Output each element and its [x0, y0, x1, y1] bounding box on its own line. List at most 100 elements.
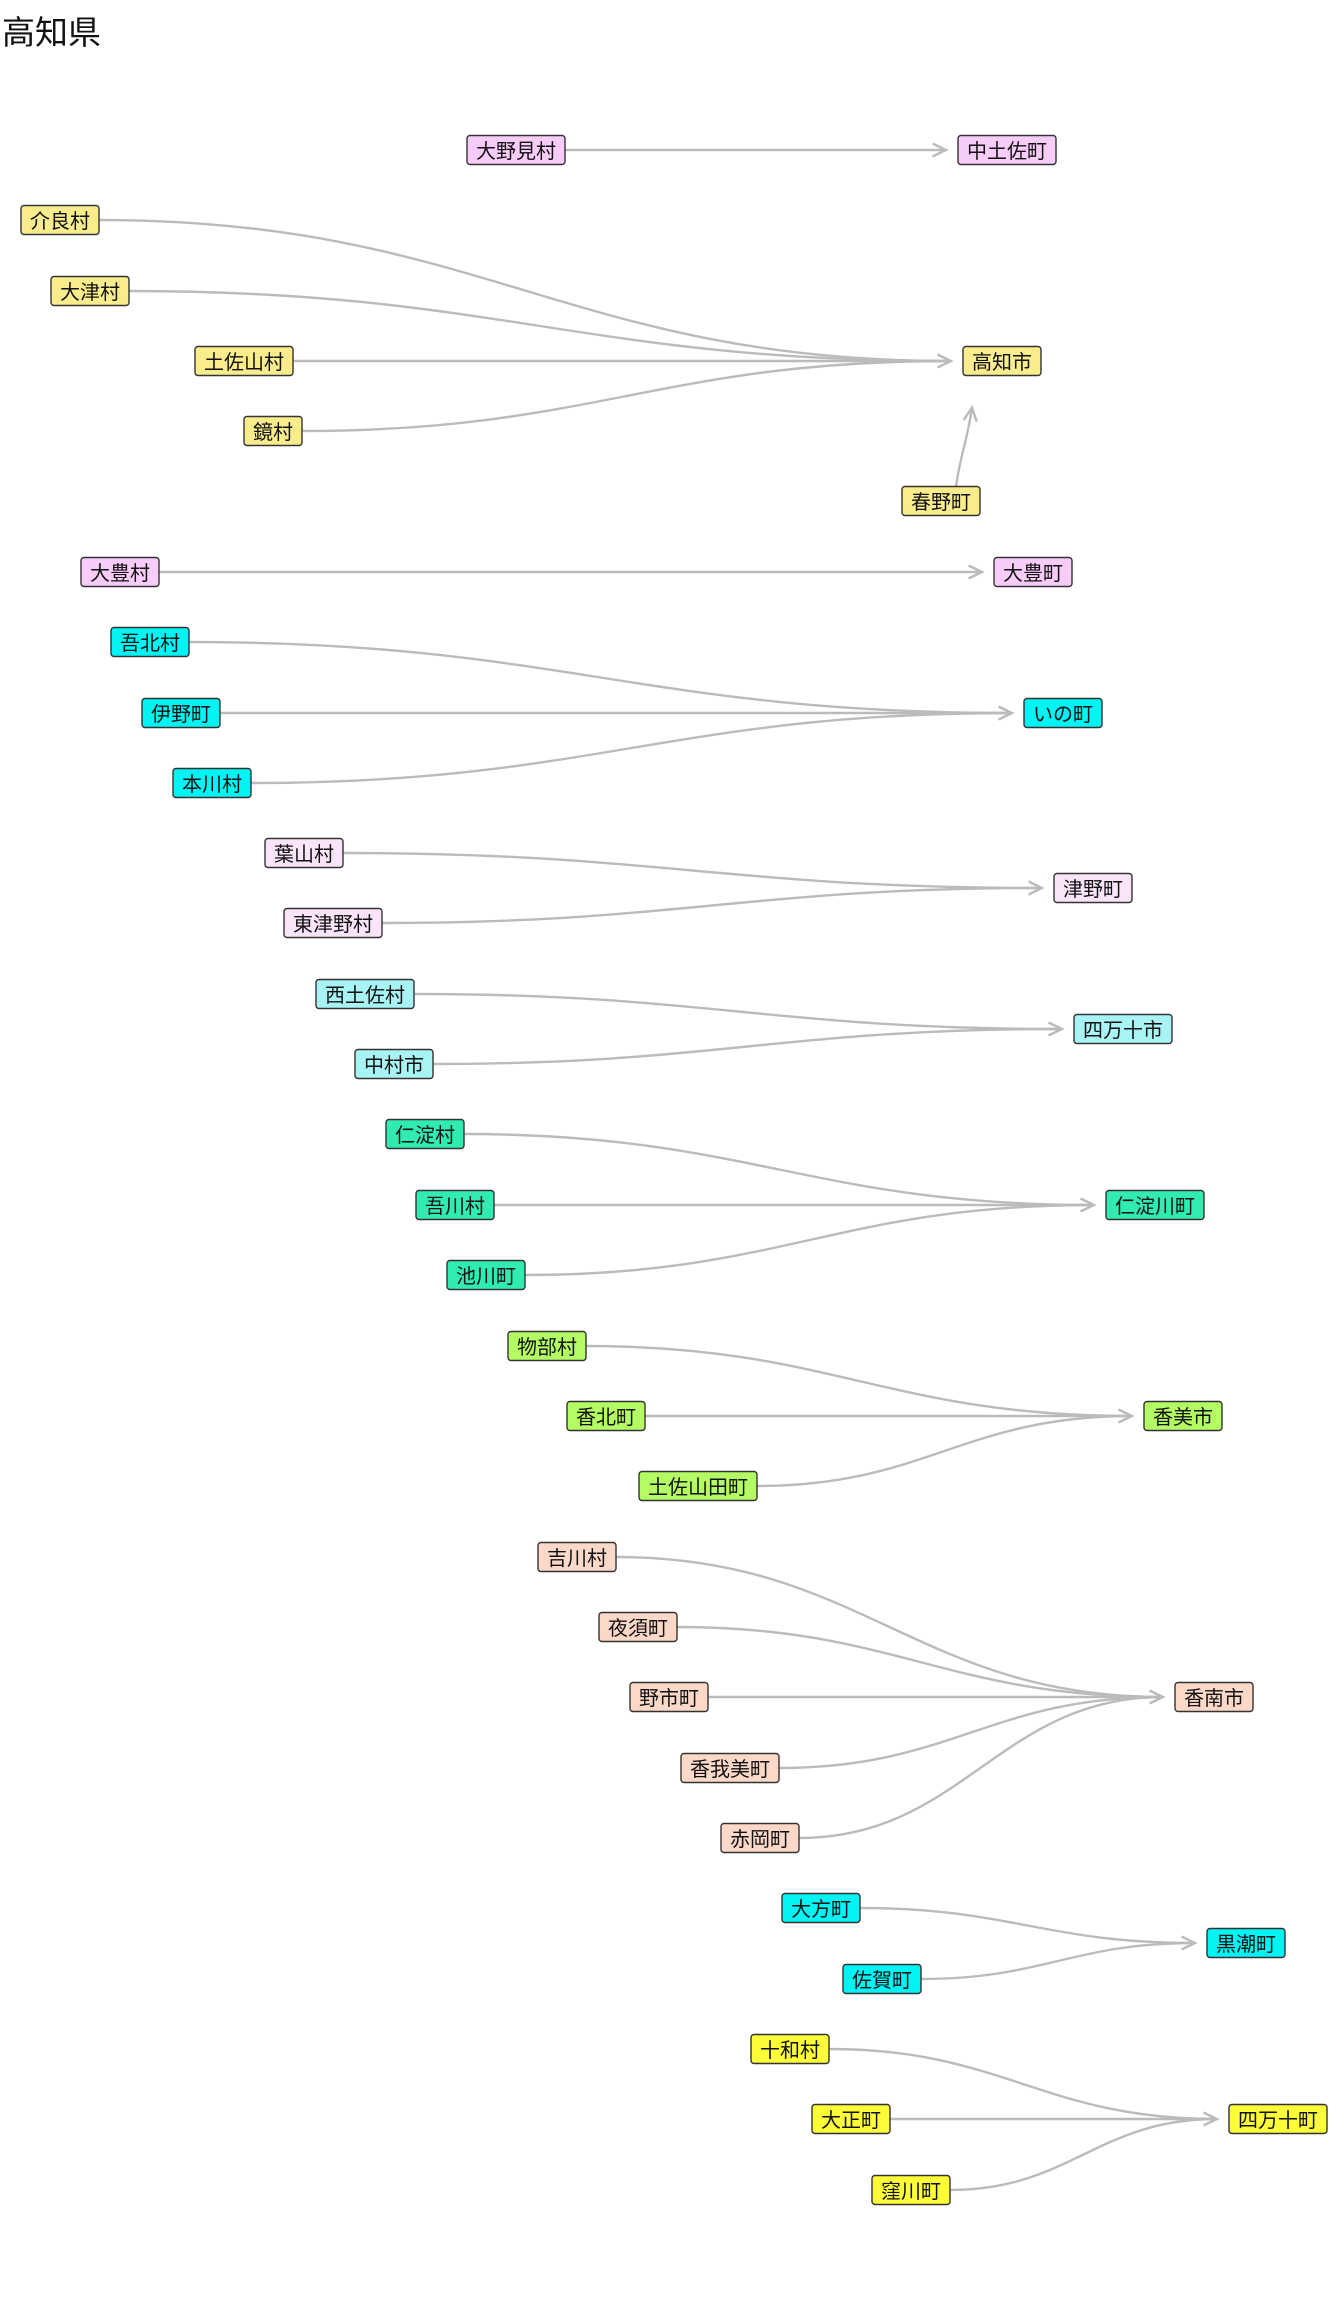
node-label: 十和村 [760, 2038, 820, 2062]
node-label: 春野町 [911, 490, 971, 514]
source-node: 香北町 [566, 1400, 646, 1432]
node-box [1073, 1013, 1173, 1045]
node-box [283, 907, 383, 939]
node-label: 大津村 [60, 280, 120, 304]
node-label: 葉山村 [274, 842, 334, 866]
node-box [354, 1048, 434, 1080]
merge-edge [413, 992, 1063, 1031]
source-node: 大野見村 [466, 134, 566, 166]
merge-edge [859, 1906, 1196, 1945]
node-box [957, 134, 1057, 166]
target-node: 高知市 [962, 345, 1042, 377]
node-box [507, 1330, 587, 1362]
source-node: 仁淀村 [385, 1118, 465, 1150]
node-box [80, 556, 160, 588]
source-node: 東津野村 [283, 907, 383, 939]
merge-edge [98, 218, 952, 363]
node-box [315, 978, 415, 1010]
node-label: 夜須町 [608, 1616, 668, 1640]
node-box [415, 1189, 495, 1221]
node-label: 池川町 [456, 1264, 516, 1288]
target-node: 黒潮町 [1206, 1927, 1286, 1959]
node-box [993, 556, 1073, 588]
arrow-head [1027, 880, 1045, 896]
node-label: 鏡村 [253, 420, 293, 444]
source-node: 吾川村 [415, 1189, 495, 1221]
node-box [901, 485, 981, 517]
node-box [110, 626, 190, 658]
node-box [750, 2033, 830, 2065]
merge-edge [676, 1625, 1164, 1699]
node-box [446, 1259, 526, 1291]
node-box [20, 204, 100, 236]
merge-edge [342, 851, 1043, 890]
merge-edge [756, 1414, 1133, 1488]
arrow-head [1180, 1935, 1198, 1951]
node-label: 東津野村 [293, 912, 373, 936]
source-node: 土佐山村 [194, 345, 294, 377]
node-box [1023, 697, 1103, 729]
source-node: 大方町 [781, 1892, 861, 1924]
node-box [629, 1681, 709, 1713]
target-node: 仁淀川町 [1105, 1189, 1205, 1221]
node-box [598, 1611, 678, 1643]
source-node: 葉山村 [264, 837, 344, 869]
source-node: 大津村 [50, 275, 130, 307]
target-node: 香南市 [1174, 1681, 1254, 1713]
source-node: 物部村 [507, 1330, 587, 1362]
edges-layer [98, 142, 1220, 2192]
source-node: 大正町 [811, 2103, 891, 2135]
node-box [842, 1963, 922, 1995]
merge-edge [188, 640, 1013, 715]
source-node: 佐賀町 [842, 1963, 922, 1995]
source-node: 吉川村 [537, 1541, 617, 1573]
node-label: 大正町 [821, 2108, 881, 2132]
target-node: 中土佐町 [957, 134, 1057, 166]
node-label: 四万十市 [1083, 1018, 1163, 1042]
node-label: 物部村 [517, 1335, 577, 1359]
merge-edge [381, 886, 1043, 925]
merge-edge [463, 1132, 1095, 1207]
node-box [781, 1892, 861, 1924]
arrow-head [967, 564, 985, 580]
node-label: 伊野町 [151, 702, 211, 726]
node-box [638, 1470, 758, 1502]
arrow-head [936, 353, 954, 369]
node-label: 佐賀町 [852, 1968, 912, 1992]
node-label: 黒潮町 [1216, 1932, 1276, 1956]
node-box [1053, 872, 1133, 904]
node-box [871, 2174, 951, 2206]
source-node: 中村市 [354, 1048, 434, 1080]
source-node: 吾北村 [110, 626, 190, 658]
merge-edge [585, 1344, 1133, 1418]
page-title: 高知県 [2, 13, 101, 52]
target-node: いの町 [1023, 697, 1103, 729]
node-box [194, 345, 294, 377]
node-label: 仁淀川町 [1115, 1194, 1195, 1218]
node-box [243, 415, 303, 447]
merge-edge [828, 2047, 1218, 2121]
source-node: 鏡村 [243, 415, 303, 447]
node-box [264, 837, 344, 869]
merge-edge [615, 1555, 1164, 1699]
node-box [537, 1541, 617, 1573]
node-label: 野市町 [639, 1686, 699, 1710]
merge-edge [301, 359, 952, 433]
arrow-head [931, 142, 949, 158]
node-box [566, 1400, 646, 1432]
arrow-head [1079, 1197, 1097, 1213]
source-node: 野市町 [629, 1681, 709, 1713]
node-label: 土佐山田町 [648, 1475, 748, 1499]
merge-edge [432, 1027, 1063, 1066]
node-label: 窪川町 [881, 2179, 941, 2203]
node-label: 本川村 [182, 772, 242, 796]
source-node: 香我美町 [680, 1752, 780, 1784]
node-box [1105, 1189, 1205, 1221]
arrow-head [1047, 1021, 1065, 1037]
arrow-head [962, 404, 978, 423]
source-node: 本川村 [172, 767, 252, 799]
node-box [385, 1118, 465, 1150]
node-box [1206, 1927, 1286, 1959]
source-node: 西土佐村 [315, 978, 415, 1010]
